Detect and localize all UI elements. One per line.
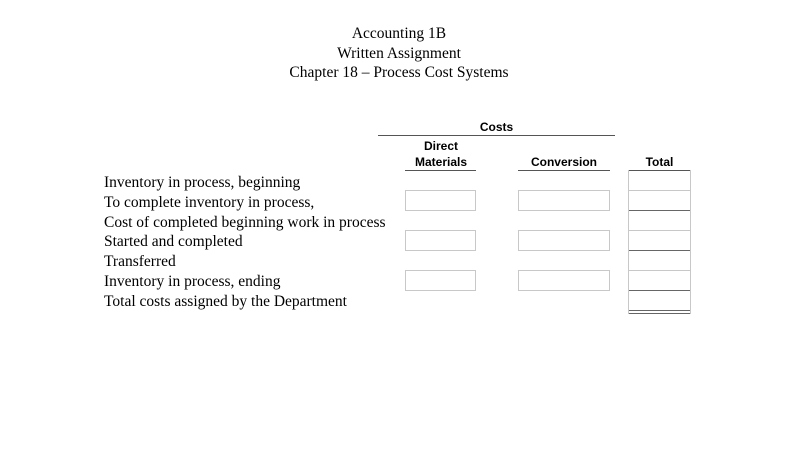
title-chapter: Chapter 18 – Process Cost Systems: [289, 64, 509, 81]
title-assignment: Written Assignment: [337, 44, 461, 62]
direct-materials-input-to-complete[interactable]: [405, 190, 476, 211]
total-input-total-costs[interactable]: [629, 290, 690, 310]
total-header: Total: [645, 155, 674, 169]
costs-group-header: Costs: [479, 120, 514, 134]
direct-materials-header-rule: [405, 170, 476, 171]
total-input-to-complete[interactable]: [629, 190, 690, 210]
total-input-beginning-inventory[interactable]: [629, 170, 690, 190]
row-label-ending-inventory: Inventory in process, ending: [104, 272, 281, 290]
conversion-input-ending-inventory[interactable]: [518, 270, 610, 291]
row-label-transferred: Transferred: [104, 253, 176, 271]
row-label-cost-completed-beginning: Cost of completed beginning work in proc…: [104, 213, 386, 231]
row-label-total-costs: Total costs assigned by the Department: [104, 292, 347, 310]
conversion-header: Conversion: [530, 155, 597, 169]
row-labels: Inventory in process, beginning To compl…: [104, 173, 386, 312]
total-input-started-completed[interactable]: [629, 230, 690, 250]
total-input-cost-completed-beginning[interactable]: [629, 210, 690, 230]
row-label-beginning-inventory: Inventory in process, beginning: [104, 174, 301, 191]
document-title: Accounting 1B Written Assignment Chapter…: [0, 24, 798, 83]
total-column: [628, 170, 691, 314]
conversion-input-started-completed[interactable]: [518, 230, 610, 251]
row-label-started-completed: Started and completed: [104, 233, 243, 251]
direct-materials-input-ending-inventory[interactable]: [405, 270, 476, 291]
title-course: Accounting 1B: [351, 25, 447, 42]
direct-materials-header: Direct Materials: [414, 139, 468, 169]
row-label-to-complete: To complete inventory in process,: [104, 193, 315, 211]
total-input-ending-inventory[interactable]: [629, 270, 690, 290]
conversion-header-rule: [518, 170, 610, 171]
direct-materials-input-started-completed[interactable]: [405, 230, 476, 251]
total-input-transferred[interactable]: [629, 250, 690, 270]
conversion-input-to-complete[interactable]: [518, 190, 610, 211]
total-double-underline: [629, 310, 690, 314]
costs-header-rule: [378, 135, 615, 136]
